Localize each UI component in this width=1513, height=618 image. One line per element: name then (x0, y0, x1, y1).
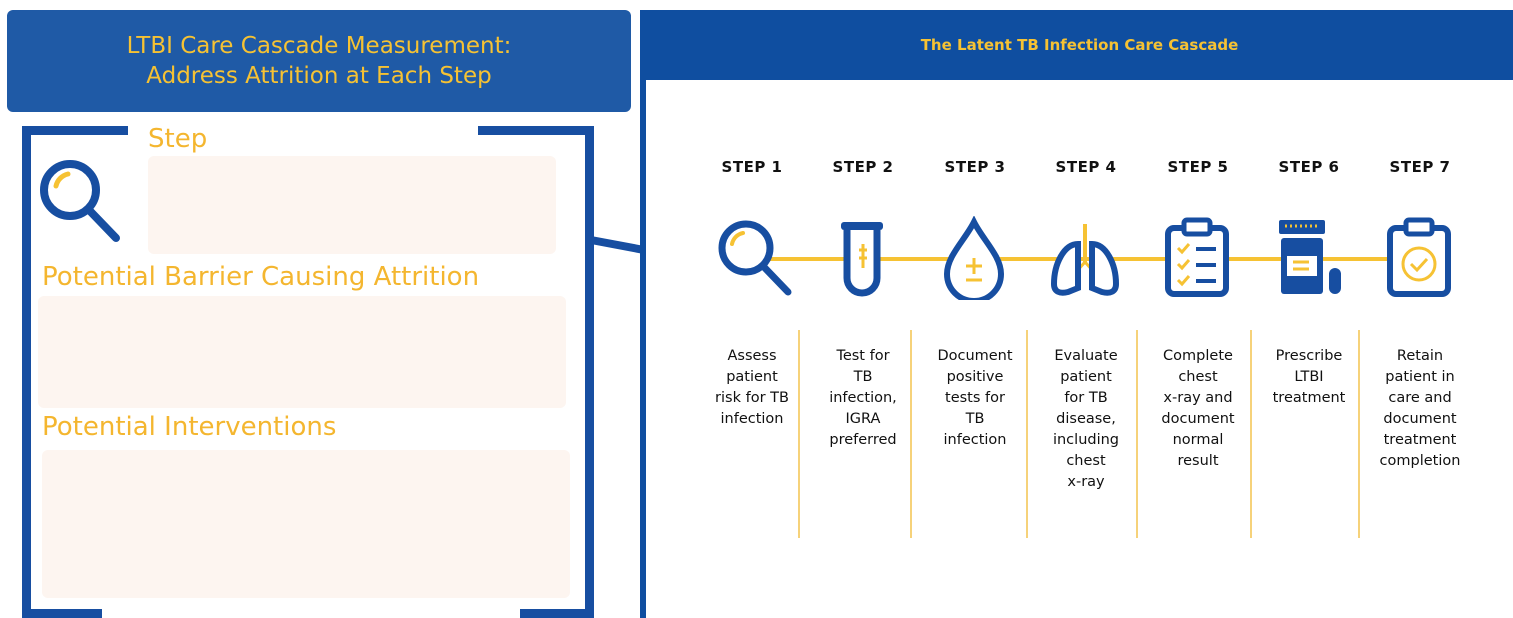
bracket-top-left (22, 126, 128, 135)
step-description-line: chest (1178, 369, 1218, 385)
column-divider (1250, 330, 1252, 538)
step-label-5: STEP 5 (1167, 158, 1229, 176)
left-header-banner: LTBI Care Cascade Measurement: Address A… (7, 10, 631, 112)
step-description-line: Test for (836, 348, 890, 364)
step-description-line: chest (1066, 453, 1106, 469)
cascade-timeline (742, 257, 1422, 261)
step-description-line: Document (937, 348, 1013, 364)
step-description-line: including (1052, 432, 1120, 448)
step-description-line: positive (946, 369, 1004, 385)
clipboard-check-icon (1387, 217, 1451, 297)
step-description-line: patient (1060, 369, 1112, 385)
step-description-line: patient in (1385, 369, 1455, 385)
step-description-line: care and (1388, 390, 1452, 406)
lungs-icon (1050, 224, 1120, 296)
step-description-line: TB (853, 369, 873, 385)
step-label-7: STEP 7 (1389, 158, 1451, 176)
step-description-4: Evaluate patient for TB disease, including ch… (1032, 346, 1140, 493)
step-description-line: for TB (1064, 390, 1108, 406)
column-divider (910, 330, 912, 538)
step-description-line: infection, (829, 390, 897, 406)
step-label-2: STEP 2 (832, 158, 894, 176)
step-description-line: completion (1379, 453, 1461, 469)
magnifier-icon (40, 160, 120, 242)
step-description-line: Complete (1163, 348, 1233, 364)
left-header-line1: LTBI Care Cascade Measurement: (126, 33, 512, 59)
column-divider (1136, 330, 1138, 538)
step-description-line: disease, (1056, 411, 1116, 427)
step-description-line: tests for (945, 390, 1005, 406)
step-description-line: Retain (1396, 348, 1444, 364)
test-tube-icon (841, 222, 883, 297)
step-description-5: Complete chest x-ray and document normal resu… (1144, 346, 1252, 472)
step-description-line: treatment (1272, 390, 1346, 406)
bracket-left-bar (22, 126, 31, 618)
step-description-line: Assess (727, 348, 777, 364)
step-description-line: infection (720, 411, 784, 427)
column-divider (1358, 330, 1360, 538)
step-label-1: STEP 1 (721, 158, 783, 176)
step-description-line: normal (1172, 432, 1224, 448)
cascade-panel (640, 10, 1513, 618)
step-description-line: IGRA (845, 411, 881, 427)
step-description-line: x-ray and (1163, 390, 1233, 406)
barrier-input-box[interactable] (38, 296, 566, 408)
step-description-line: TB (965, 411, 985, 427)
clipboard-checklist-icon (1165, 217, 1229, 297)
step-label-6: STEP 6 (1278, 158, 1340, 176)
interventions-input-box[interactable] (42, 450, 570, 598)
step-description-line: patient (726, 369, 778, 385)
drop-plus-minus-icon (943, 216, 1005, 300)
pill-bottle-icon (1279, 220, 1341, 294)
column-divider (1026, 330, 1028, 538)
step-description-line: treatment (1383, 432, 1457, 448)
step-description-line: LTBI (1294, 369, 1324, 385)
step-description-line: Evaluate (1054, 348, 1118, 364)
step-description-line: x-ray (1067, 474, 1105, 490)
column-divider (798, 330, 800, 538)
bracket-right-bar (585, 126, 594, 618)
left-header-line2: Address Attrition at Each Step (146, 63, 492, 89)
step-description-7: Retain patient in care and document treatmen… (1366, 346, 1474, 472)
section-title-barrier: Potential Barrier Causing Attrition (42, 262, 480, 292)
step-description-1: Assess patient risk for TB infection (698, 346, 806, 430)
section-title-step: Step (148, 124, 208, 154)
step-description-line: document (1161, 411, 1235, 427)
step-description-line: result (1177, 453, 1219, 469)
step-description-line: preferred (829, 432, 897, 448)
step-label-3: STEP 3 (944, 158, 1006, 176)
magnifier-icon (718, 220, 792, 296)
step-label-4: STEP 4 (1055, 158, 1117, 176)
bracket-bottom-left (22, 609, 102, 618)
cascade-title: The Latent TB Infection Care Cascade (920, 36, 1239, 54)
section-title-interventions: Potential Interventions (42, 412, 337, 442)
step-description-line: infection (943, 432, 1007, 448)
step-description-line: risk for TB (715, 390, 789, 406)
step-input-box[interactable] (148, 156, 556, 254)
bracket-bottom-right (520, 609, 594, 618)
cascade-header: The Latent TB Infection Care Cascade (646, 10, 1513, 80)
step-description-line: Prescribe (1275, 348, 1343, 364)
step-description-line: document (1383, 411, 1457, 427)
bracket-top-right (478, 126, 594, 135)
